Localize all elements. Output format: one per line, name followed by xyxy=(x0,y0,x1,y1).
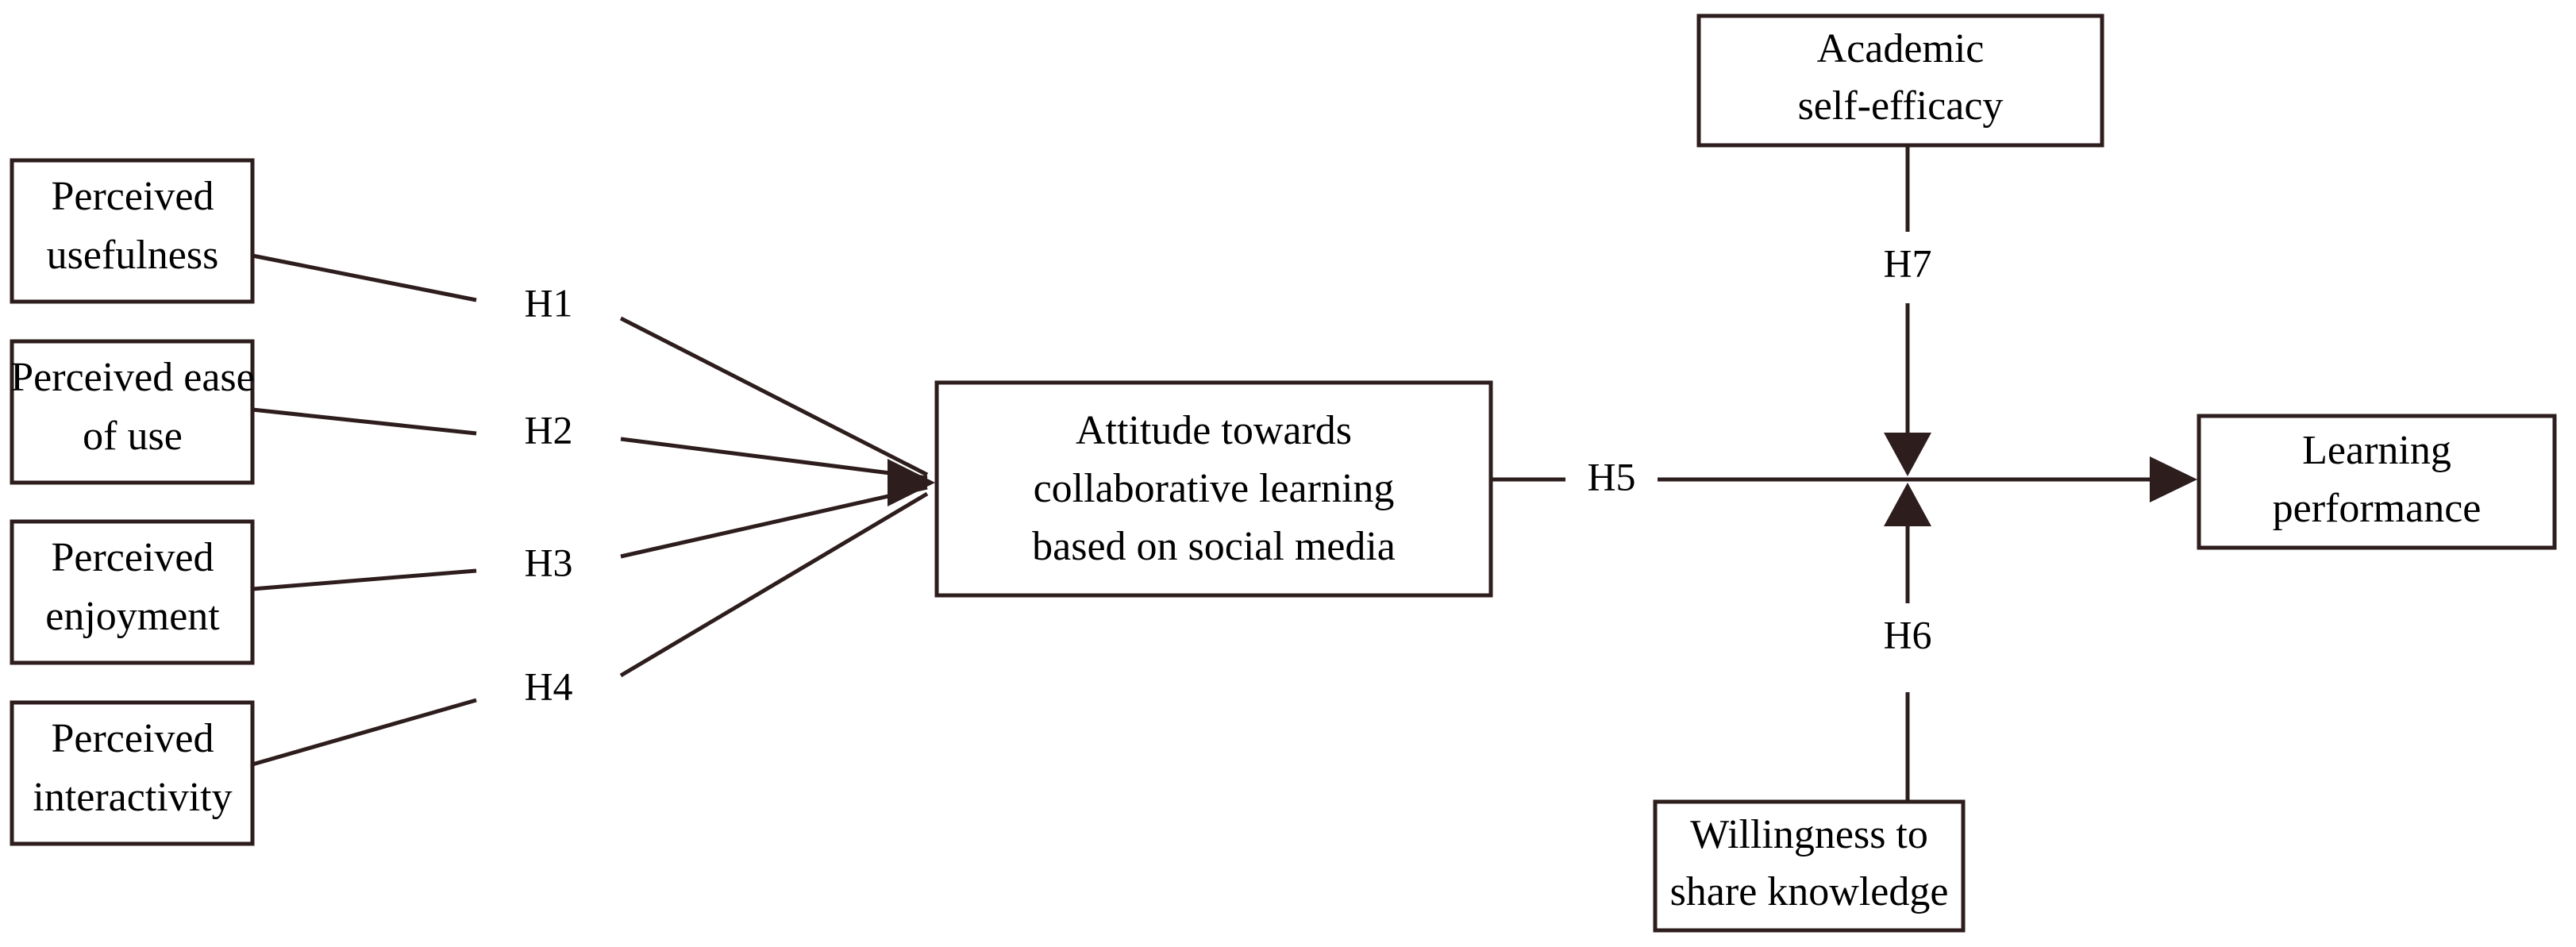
edge-h7 xyxy=(1884,147,1931,476)
edge-label-h7-backdrop xyxy=(1864,238,1951,294)
edge-h4 xyxy=(252,491,929,767)
node-willingness-to-share-knowledge-line2: share knowledge xyxy=(1670,869,1949,914)
node-attitude-line2: collaborative learning xyxy=(1034,466,1395,511)
node-perceived-usefulness-line2: usefulness xyxy=(47,233,219,278)
edge-label-h6-group: H6 xyxy=(1864,610,1951,665)
node-learning-performance-line1: Learning xyxy=(2302,428,2451,473)
edge-h3-segment-left xyxy=(252,568,477,591)
node-perceived-interactivity-line1: Perceived xyxy=(51,716,214,761)
node-perceived-enjoyment-line2: enjoyment xyxy=(45,594,220,639)
edge-h3-segment-right xyxy=(620,485,928,559)
edge-label-h4-group: H4 xyxy=(506,661,591,717)
node-academic-self-efficacy-box[interactable] xyxy=(1696,13,2104,148)
arrowhead-h7-down xyxy=(1884,433,1931,476)
edge-label-h1-group: H1 xyxy=(506,278,591,333)
edge-label-h6: H6 xyxy=(1883,612,1931,656)
edge-h2-segment-left xyxy=(252,407,477,436)
node-perceived-interactivity[interactable]: Perceived interactivity xyxy=(10,700,255,846)
node-perceived-enjoyment[interactable]: Perceived enjoyment xyxy=(10,519,255,665)
edge-h1 xyxy=(252,253,929,477)
edge-label-h1-backdrop xyxy=(506,278,591,333)
node-attitude[interactable]: Attitude towards collaborative learning … xyxy=(934,380,1493,598)
edge-label-h5-backdrop xyxy=(1568,452,1655,508)
edge-label-h7-group: H7 xyxy=(1864,238,1951,294)
node-perceived-ease-of-use-box[interactable] xyxy=(10,339,255,485)
node-learning-performance[interactable]: Learning performance xyxy=(2197,414,2557,550)
edge-h1-segment-left xyxy=(252,253,477,302)
node-learning-performance-line2: performance xyxy=(2273,486,2482,531)
node-perceived-enjoyment-box[interactable] xyxy=(10,519,255,665)
edge-label-h6-backdrop xyxy=(1864,610,1951,665)
node-academic-self-efficacy[interactable]: Academic self-efficacy xyxy=(1696,13,2104,148)
edge-label-h5: H5 xyxy=(1587,454,1635,499)
edge-h3 xyxy=(252,485,928,591)
node-perceived-usefulness-line1: Perceived xyxy=(51,174,214,219)
edge-h6 xyxy=(1884,483,1931,802)
edge-label-h5-group: H5 xyxy=(1568,452,1655,508)
node-perceived-usefulness[interactable]: Perceived usefulness xyxy=(10,158,255,304)
node-perceived-interactivity-box[interactable] xyxy=(10,700,255,846)
node-learning-performance-box[interactable] xyxy=(2197,414,2557,550)
node-perceived-usefulness-box[interactable] xyxy=(10,158,255,304)
edge-label-h1: H1 xyxy=(524,280,572,325)
edge-label-h7: H7 xyxy=(1883,241,1931,285)
edge-label-h3-backdrop xyxy=(506,537,591,593)
edge-h2-segment-right xyxy=(620,437,928,480)
arrowhead-into-attitude xyxy=(888,459,935,506)
node-perceived-interactivity-line2: interactivity xyxy=(33,775,232,820)
node-attitude-line1: Attitude towards xyxy=(1076,408,1352,453)
node-willingness-to-share-knowledge[interactable]: Willingness to share knowledge xyxy=(1653,799,1966,933)
edge-label-h2-group: H2 xyxy=(506,405,591,460)
edge-h4-segment-right xyxy=(619,491,929,678)
edge-label-h4-backdrop xyxy=(506,661,591,717)
arrowhead-h6-up xyxy=(1884,483,1931,526)
node-attitude-line3: based on social media xyxy=(1032,524,1396,569)
edge-h2 xyxy=(252,407,928,480)
edge-h4-segment-left xyxy=(252,698,477,767)
edge-label-h4: H4 xyxy=(524,664,572,708)
node-willingness-to-share-knowledge-line1: Willingness to xyxy=(1690,812,1928,857)
node-academic-self-efficacy-line1: Academic xyxy=(1817,26,1985,71)
edge-h1-segment-right xyxy=(619,316,929,477)
node-perceived-ease-of-use[interactable]: Perceived ease of use xyxy=(10,339,255,485)
edge-label-h2: H2 xyxy=(524,407,572,452)
edge-label-h3-group: H3 xyxy=(506,537,591,593)
node-attitude-box[interactable] xyxy=(934,380,1493,598)
arrowhead-into-learning-performance xyxy=(2150,456,2197,502)
edge-h5 xyxy=(1491,456,2197,502)
edge-label-h2-backdrop xyxy=(506,405,591,460)
node-perceived-ease-of-use-line2: of use xyxy=(83,414,183,459)
node-academic-self-efficacy-line2: self-efficacy xyxy=(1798,83,2004,129)
edge-label-h3: H3 xyxy=(524,540,572,584)
node-willingness-to-share-knowledge-box[interactable] xyxy=(1653,799,1966,933)
node-perceived-ease-of-use-line1: Perceived ease xyxy=(10,355,254,400)
node-perceived-enjoyment-line1: Perceived xyxy=(51,535,214,580)
